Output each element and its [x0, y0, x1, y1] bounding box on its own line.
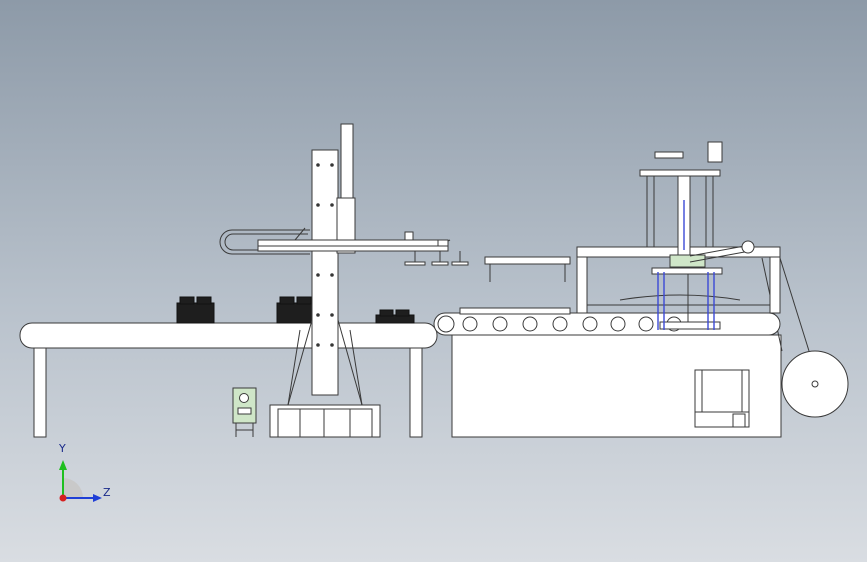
z-axis-label: Z — [103, 486, 111, 499]
control-cabinet — [232, 387, 257, 437]
guide-rods — [657, 200, 715, 330]
product-blocks — [176, 296, 415, 324]
infeed-conveyor — [433, 307, 781, 336]
gantry-column — [311, 123, 356, 396]
transfer-plate — [484, 256, 571, 282]
y-axis-label: Y — [59, 442, 66, 455]
machine-base — [451, 334, 782, 438]
gantry-arm — [219, 227, 469, 266]
press-assembly — [639, 141, 755, 330]
coordinate-triad — [59, 460, 102, 502]
gantry-base-frame — [269, 319, 381, 438]
